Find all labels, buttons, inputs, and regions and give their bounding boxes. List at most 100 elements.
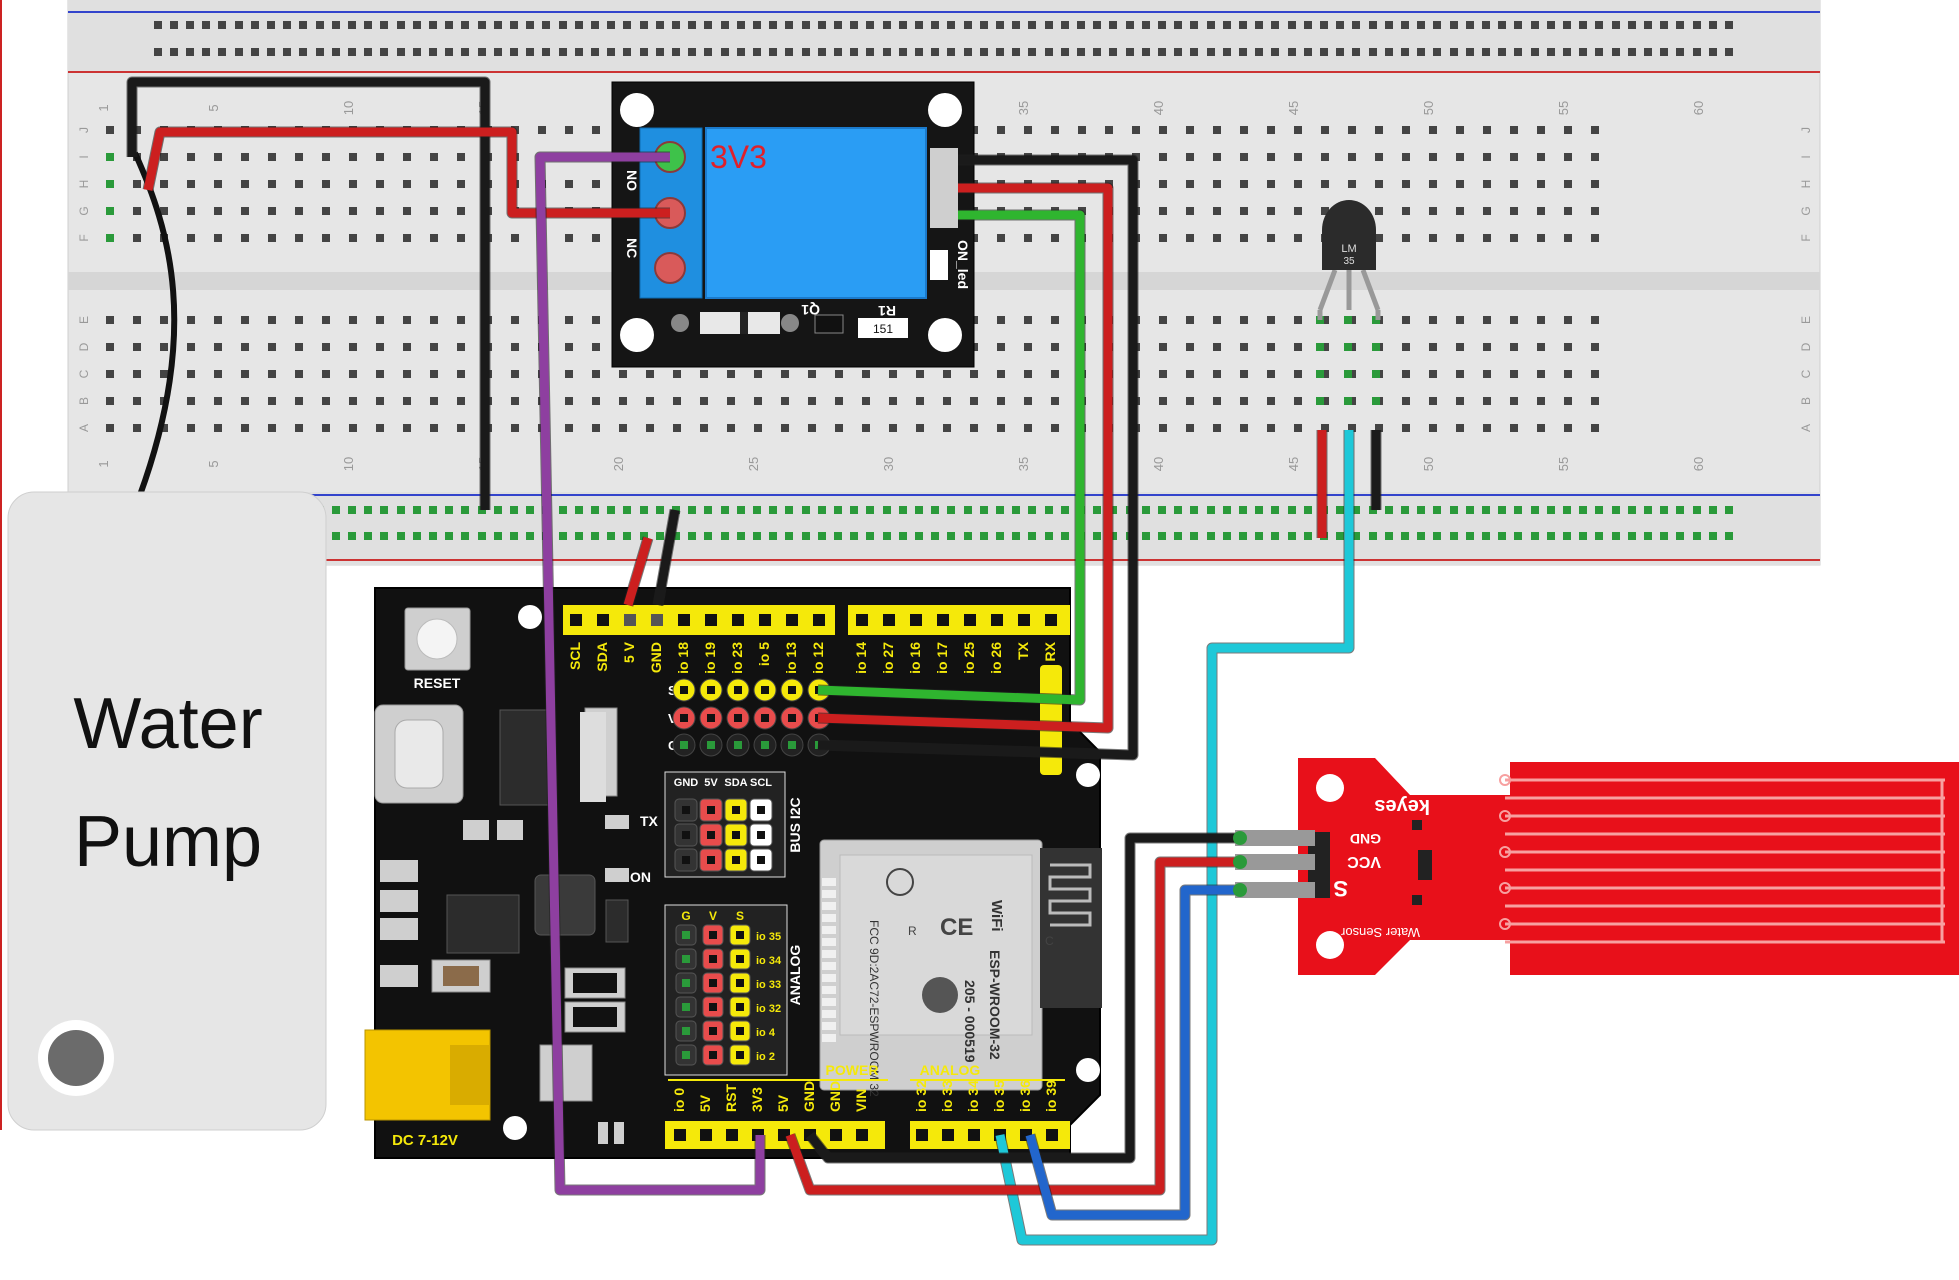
row-letter-left: C [77,369,91,378]
lm35-line1: LM [1341,243,1356,255]
row-letter-right: E [1799,316,1813,324]
row-letter-left: F [77,234,91,241]
top-header-pin-label: SCL [567,642,583,670]
row-letter-right: I [1799,155,1813,158]
column-number-bottom: 20 [611,457,626,471]
fcc-logo-icon [886,868,914,896]
power-label: POWER [826,1062,879,1078]
top-header-pin-label: io 5 [756,642,772,666]
module-code: 205 - 000519 [962,980,978,1063]
top-header-pin-label: TX [1015,641,1031,660]
top-header-pin-label: GND [648,642,664,673]
top-header-pin-label: io 27 [880,642,896,674]
wires [126,76,1382,1246]
wire-pump-gnd [127,77,490,510]
analog-header-label: V [709,909,717,923]
column-number-top: 35 [1016,101,1031,115]
analog-bottom-pin-label: io 32 [913,1080,929,1112]
column-number-bottom: 25 [746,457,761,471]
top-header-pin-label: io 26 [988,642,1004,674]
relay-no-label: NO [624,170,640,191]
wifi-logo-text: WiFi [988,900,1005,932]
column-number-bottom: 1 [96,460,111,467]
row-letter-left: E [77,316,91,324]
column-number-bottom: 45 [1286,457,1301,471]
pump-label-line1: Water [73,684,263,764]
column-number-bottom: 30 [881,457,896,471]
tx-led-label: TX [640,813,659,829]
power-pin-label: VIN [853,1089,869,1112]
power-pin-label: RST [723,1084,739,1112]
relay-module: NO NC 3V3 ON_led Q1 151 R1 [611,81,975,368]
column-number-bottom: 40 [1151,457,1166,471]
analog-bottom-pin-label: io 39 [1043,1080,1059,1112]
row-letter-right: D [1799,342,1813,351]
column-number-bottom: 10 [341,457,356,471]
module-c-mark: C [1045,934,1054,948]
wire-pump-power [143,127,670,218]
resistor-code: 151 [873,322,893,336]
r1-label: R1 [878,303,896,319]
power-pin-label: 5V [697,1094,713,1112]
row-letter-right: G [1799,206,1813,215]
top-header-pin-label: 5 V [621,641,637,663]
wire-sensor-gnd [806,833,1240,1163]
top-header-pin-label: RX [1042,641,1058,661]
sensor-caption: Water Sensor [1340,925,1420,940]
row-letter-right: H [1799,180,1813,189]
bus-i2c-pin-label: 5V [704,777,718,789]
bus-i2c-label: BUS I2C [787,797,803,852]
row-letter-left: I [77,155,91,158]
ce-mark-icon: CE [940,914,973,941]
column-number-top: 1 [96,104,111,111]
column-number-top: 55 [1556,101,1571,115]
column-number-bottom: 55 [1556,457,1571,471]
dc-input-label: DC 7-12V [392,1132,458,1149]
svg-row-label: V [668,711,677,726]
q1-label: Q1 [801,302,820,318]
power-pin-label: io 0 [671,1088,687,1112]
analog-header-label: G [681,909,690,923]
module-fcc: FCC 9D:2AC72-ESPWROOM 32 [867,920,881,1097]
row-letter-left: G [77,206,91,215]
row-letter-right: J [1799,127,1813,133]
column-number-bottom: 50 [1421,457,1436,471]
power-pin-label: 3V3 [749,1087,765,1112]
column-number-top: 10 [341,101,356,115]
espressif-logo-icon [922,977,958,1013]
wire-relay-no-to-3v3 [535,152,765,1195]
lm35-sensor: LM 35 [1317,200,1381,320]
column-number-top: 40 [1151,101,1166,115]
row-letter-right: C [1799,369,1813,378]
analog-bottom-label: ANALOG [920,1062,981,1078]
analog-pin-label: io 35 [756,931,781,943]
top-header-pin-label: io 18 [675,642,691,674]
column-number-top: 60 [1691,101,1706,115]
bus-i2c-pin-label: SDA [724,777,747,789]
wire-relay-gnd [817,155,1138,760]
analog-pin-label: io 2 [756,1051,775,1063]
power-pin-label: GND [801,1081,817,1112]
on-led-relay-label: ON_led [955,240,971,289]
module-r-mark: R [908,924,917,938]
top-header-pin-label: io 19 [702,642,718,674]
row-letter-left: D [77,342,91,351]
column-number-top: 50 [1421,101,1436,115]
row-letter-right: A [1799,424,1813,432]
analog-pin-label: io 32 [756,1003,781,1015]
top-header-pin-label: io 12 [810,642,826,674]
column-number-bottom: 35 [1016,457,1031,471]
wire-board-5v-rail [623,536,653,607]
analog-bottom-pin-label: io 35 [991,1080,1007,1112]
wire-board-gnd-rail [653,509,680,606]
top-header-pin-label: io 23 [729,642,745,674]
sensor-gnd-label: GND [1350,831,1381,847]
top-header-pin-label: io 13 [783,642,799,674]
row-letter-left: J [77,127,91,133]
esp32-shield-board: RESET DC 7-12V TX ON [364,587,1102,1159]
relay-nc-label: NC [624,238,640,258]
top-header-pin-label: io 14 [853,642,869,674]
column-number-bottom: 5 [206,460,221,467]
power-pin-label: GND [827,1081,843,1112]
